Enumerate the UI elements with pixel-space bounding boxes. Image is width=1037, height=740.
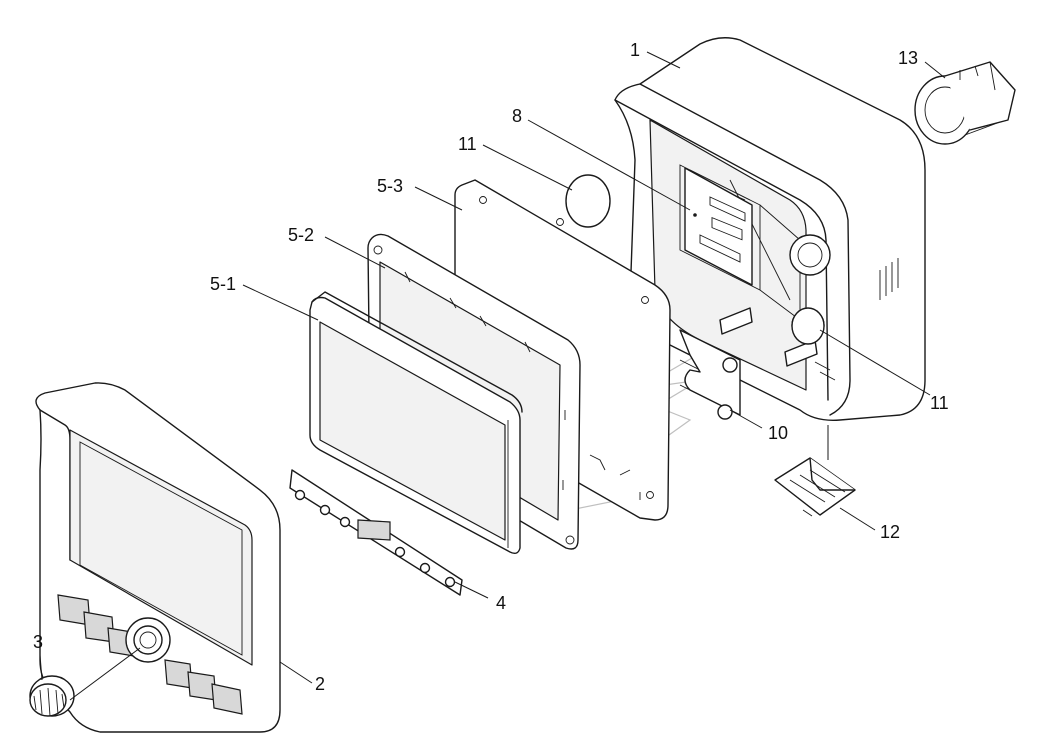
part-10-side-bracket	[679, 329, 741, 420]
part-5-1-display	[309, 291, 523, 555]
callout-12: 12	[880, 522, 900, 542]
part-11-plug-upper	[565, 174, 611, 228]
callout-11-lower: 11	[930, 393, 949, 413]
callout-1: 1	[630, 40, 640, 60]
callout-5-1: 5-1	[210, 274, 236, 294]
part-8-bracket	[684, 167, 753, 286]
part-4-button-strip	[289, 469, 463, 596]
callout-5-2: 5-2	[288, 225, 314, 245]
part-12-clip	[774, 457, 856, 517]
callout-4: 4	[496, 593, 506, 613]
part-11-plug-lower	[791, 307, 825, 345]
callout-2: 2	[315, 674, 325, 694]
part-3-knob	[29, 675, 75, 717]
callout-11-upper: 11	[458, 134, 477, 154]
leader-lines	[39, 51, 946, 701]
callout-3: 3	[33, 632, 43, 652]
callout-13: 13	[898, 48, 918, 68]
callout-10: 10	[768, 423, 788, 443]
part-2-front-bezel	[35, 382, 281, 733]
callout-5-3: 5-3	[377, 176, 403, 196]
callout-8: 8	[512, 106, 522, 126]
part-13-grommet	[914, 61, 1016, 145]
callout-labels: 1 13 8 11 5-3 5-2 5-1 11 10 12 4 2 3	[33, 40, 949, 694]
